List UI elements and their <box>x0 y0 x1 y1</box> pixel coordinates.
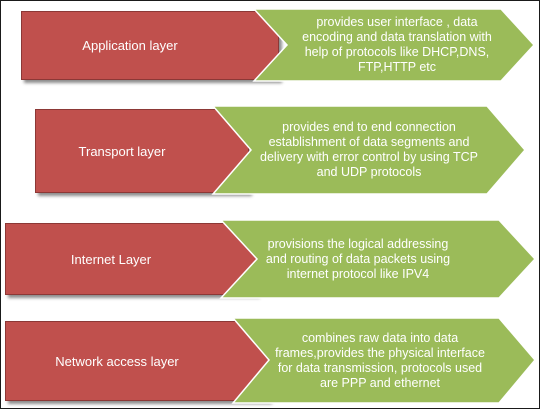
layer-transport-description: provides end to end connection establish… <box>260 120 478 179</box>
layer-network-access-description: combines raw data into data frames,provi… <box>275 330 485 390</box>
layer-internet-label: Internet Layer <box>70 251 152 267</box>
layer-internet-description: provisions the logical addressing and ro… <box>265 236 451 281</box>
layer-internet-box: Internet Layer <box>5 223 257 295</box>
layer-application-label: Application layer <box>82 38 178 53</box>
layer-network-access-label: Network access layer <box>55 353 179 369</box>
layer-network-access-box: Network access layer <box>5 321 269 401</box>
layer-transport-label: Transport layer <box>78 143 166 159</box>
layer-application-box: Application layer <box>21 11 279 80</box>
layer-transport-box: Transport layer <box>35 109 249 193</box>
layer-application-description: provides user interface , data encoding … <box>302 15 492 74</box>
